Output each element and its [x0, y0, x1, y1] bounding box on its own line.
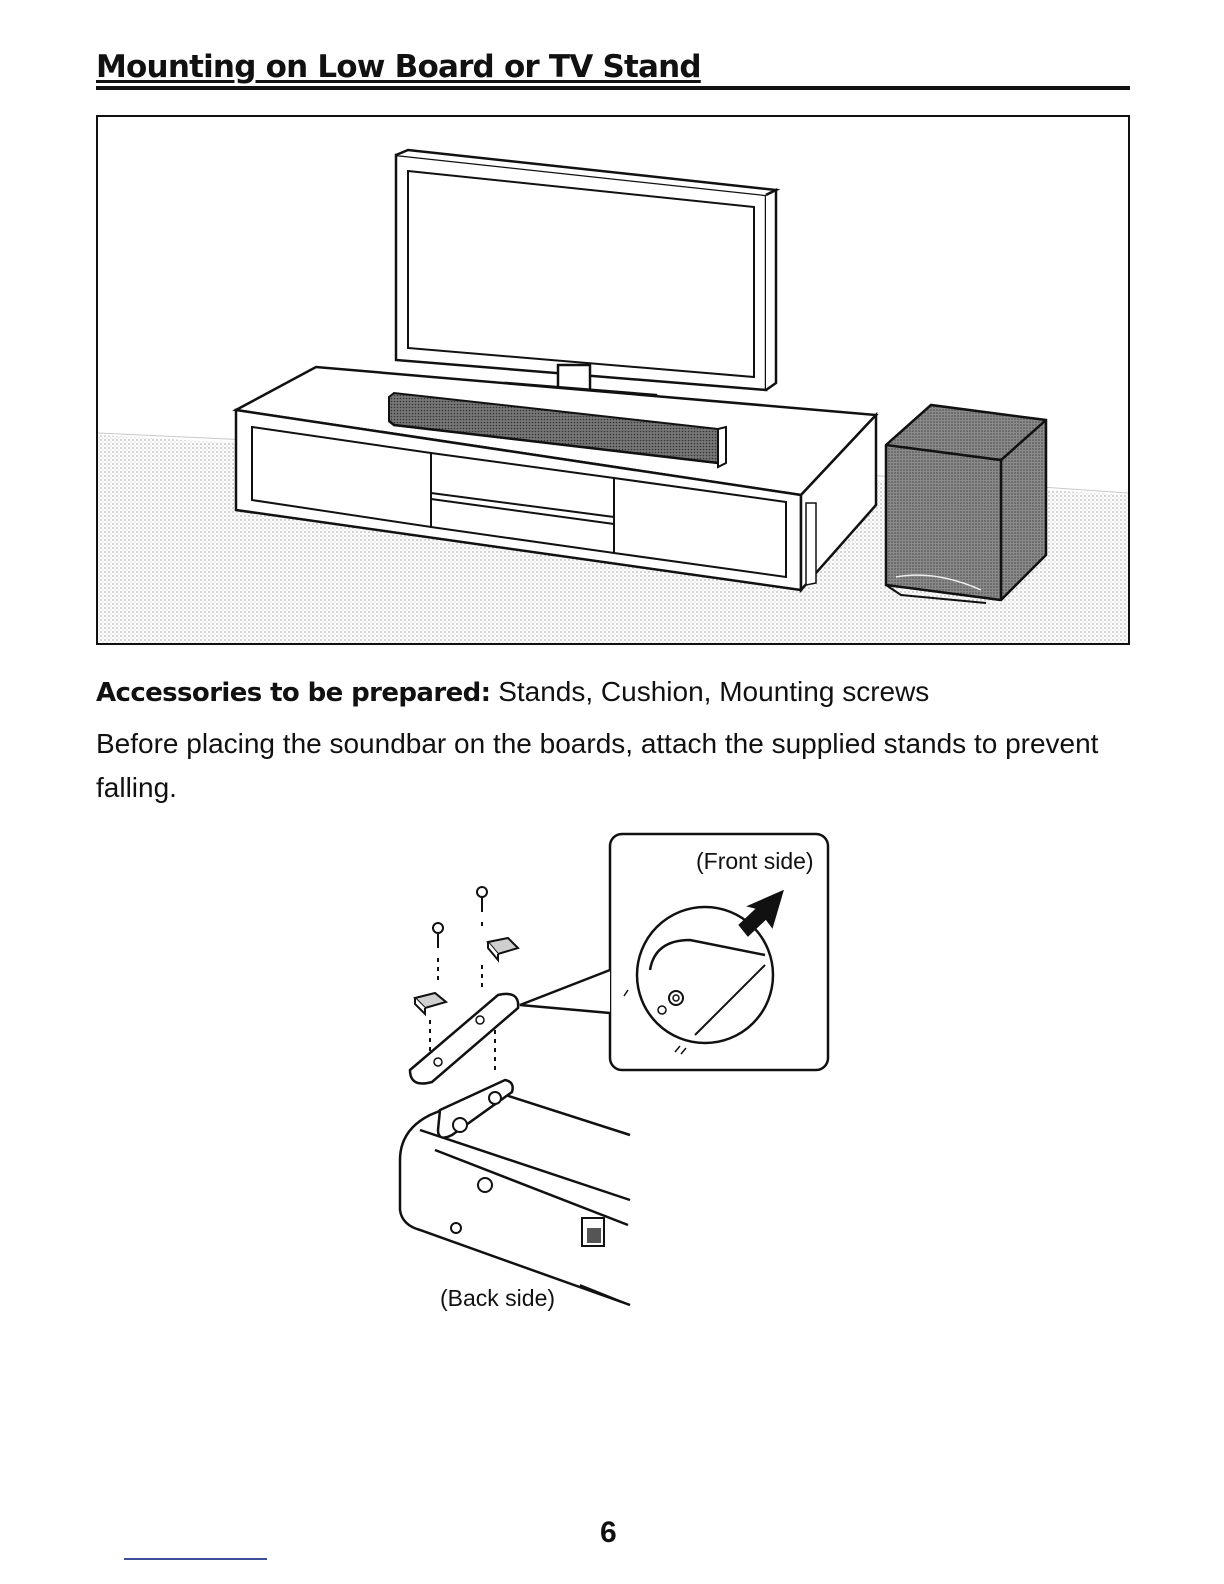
accessories-list: Stands, Cushion, Mounting screws	[498, 676, 929, 707]
subwoofer	[886, 405, 1046, 603]
accessories-line: Accessories to be prepared: Stands, Cush…	[96, 672, 1136, 713]
instruction-text: Before placing the soundbar on the board…	[96, 722, 1136, 810]
back-side-label: (Back side)	[440, 1285, 555, 1312]
soundbar-end	[400, 1080, 630, 1305]
footer-rule	[124, 1558, 267, 1560]
page-number: 6	[600, 1516, 617, 1550]
screws	[433, 887, 487, 980]
tv-stand-illustration	[96, 115, 1130, 645]
front-side-label: (Front side)	[696, 848, 814, 875]
stand-attachment-diagram	[380, 830, 840, 1320]
page-title: Mounting on Low Board or TV Stand	[96, 48, 701, 86]
section-heading: Mounting on Low Board or TV Stand	[96, 48, 1130, 90]
accessories-label: Accessories to be prepared:	[96, 678, 490, 708]
